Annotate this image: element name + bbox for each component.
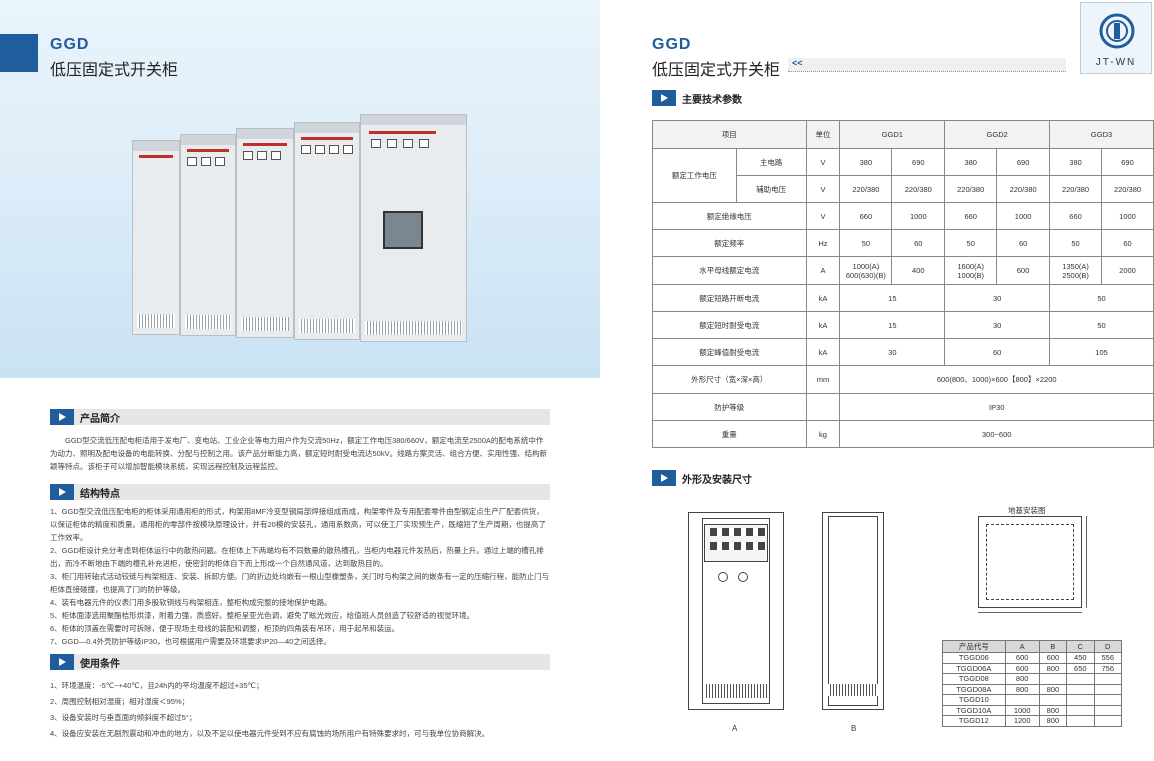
page-title: 低压固定式开关柜 [652, 62, 781, 79]
logo-text: JT-WN [1095, 57, 1137, 68]
front-view-drawing [688, 512, 788, 712]
condition-item: 2、周围控制相对湿度；相对湿度＜95%； [50, 697, 190, 706]
table-row: 防护等级 IP30 [652, 393, 1154, 421]
section-header-conditions: 使用条件 [50, 654, 550, 670]
table-row: TGGD10 [942, 694, 1123, 706]
intro-text: GGD型交流低压配电柜适用于发电厂、变电站、工业企业等电力用户作为交流50Hz，… [50, 436, 548, 471]
conditions-list: 1、环境温度：-5℃~+40℃，且24h内的平均温度不超过+35℃； 2、周围控… [50, 678, 550, 742]
feature-item: 4、装有电器元件的仪表门用多股软铜线与构架相连，整柜构成完整的接地保护电路。 [50, 598, 332, 607]
features-list: 1、GGD型交流低压配电柜的柜体采用通用柜的形式，构架用8MF冷变型钢局部焊接组… [50, 505, 550, 648]
feature-item: 2、GGD柜设计充分考虑到柜体运行中的散热问题。在柜体上下两端均有不同数量的散热… [50, 546, 544, 568]
condition-item: 4、设备应安装在无剧烈震动和冲击的地方，以及不足以使电器元件受到不应有腐蚀的场所… [50, 729, 490, 738]
page-title: 低压固定式开关柜 [50, 62, 179, 79]
foundation-drawing-title: 地基安装图 [1008, 506, 1046, 515]
drawing-label-a: A [732, 724, 738, 733]
section-header-features: 结构特点 [50, 484, 550, 500]
accent-block [0, 34, 38, 72]
arrow-mark: << [792, 58, 803, 68]
feature-item: 3、柜门用转轴式活动铰链与构架相连、安装、拆卸方便。门的折边处均嵌有一根山型橡塑… [50, 572, 550, 594]
hero-banner: GGD 低压固定式开关柜 [0, 0, 600, 378]
section-header-intro: 产品简介 [50, 409, 550, 425]
feature-item: 7、GGD—0.4外壳防护等级IP30，也可根据用户需要及环境要求IP20—40… [50, 637, 331, 646]
table-row: 外形尺寸（宽×深×高）mm 600(800、1000)×600【800】×220… [652, 365, 1154, 394]
brand-label: GGD [50, 36, 90, 53]
company-logo: JT-WN [1080, 2, 1152, 74]
feature-item: 1、GGD型交流低压配电柜的柜体采用通用柜的形式，构架用8MF冷变型钢局部焊接组… [50, 507, 546, 542]
switchgear-image [132, 100, 467, 345]
condition-item: 1、环境温度：-5℃~+40℃，且24h内的平均温度不超过+35℃； [50, 681, 264, 690]
foundation-drawing [978, 516, 1088, 616]
feature-item: 5、柜体面漆选用聚酯桔形烘漆，附着力强，质感好。整柜呈亚光色调，避免了眩光效应，… [50, 611, 475, 620]
side-view-drawing [822, 512, 886, 712]
condition-item: 3、设备安装时与垂直面的倾斜度不超过5°； [50, 713, 197, 722]
title-rule: << [788, 58, 1066, 72]
left-page: GGD 低压固定式开关柜 产品简介 GGD型交流低压配电柜适用于发电厂、变电站、… [0, 0, 600, 742]
section-header-dimensions: 外形及安装尺寸 [652, 470, 1052, 486]
drawing-label-b: B [851, 724, 857, 733]
brand-label: GGD [652, 36, 692, 53]
logo-emblem-icon [1099, 13, 1135, 49]
feature-item: 6、柜体的顶盖在需要时可拆除，便于现场主母线的装配和调整，柜顶的四角装有吊环，用… [50, 624, 400, 633]
section-header-params: 主要技术参数 [652, 90, 1052, 106]
